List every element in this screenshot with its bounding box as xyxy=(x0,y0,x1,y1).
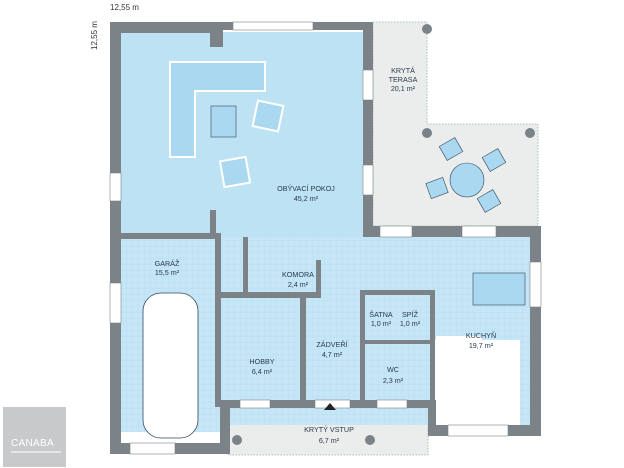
svg-text:15,5 m²: 15,5 m² xyxy=(155,268,180,277)
svg-text:KOMORA: KOMORA xyxy=(282,270,314,279)
svg-text:6,4 m²: 6,4 m² xyxy=(252,367,273,376)
entrance-arrow-icon xyxy=(324,403,336,410)
armchair xyxy=(251,99,285,133)
svg-text:1,0 m²: 1,0 m² xyxy=(400,319,421,328)
svg-text:19,7 m²: 19,7 m² xyxy=(469,341,494,350)
svg-text:1,0 m²: 1,0 m² xyxy=(371,319,392,328)
svg-text:KRYTÝ VSTUP: KRYTÝ VSTUP xyxy=(304,425,354,434)
svg-text:ZÁDVEŘÍ: ZÁDVEŘÍ xyxy=(316,340,347,349)
width-dimension: 12,55 m xyxy=(110,3,139,12)
svg-text:2,3 m²: 2,3 m² xyxy=(383,376,404,385)
svg-text:6,7 m²: 6,7 m² xyxy=(319,436,340,445)
svg-text:2,4 m²: 2,4 m² xyxy=(288,280,309,289)
svg-text:20,1 m²: 20,1 m² xyxy=(391,84,416,93)
svg-text:WC: WC xyxy=(387,365,399,374)
svg-text:ŠATNA: ŠATNA xyxy=(369,310,393,319)
svg-text:TERASA: TERASA xyxy=(389,75,418,84)
brand-logo-tagline xyxy=(11,451,61,453)
svg-text:OBÝVACÍ POKOJ: OBÝVACÍ POKOJ xyxy=(277,184,335,193)
brand-logo-text: CANABA xyxy=(11,438,54,449)
room-labels: OBÝVACÍ POKOJ 45,2 m² KRYTÁ TERASA 20,1 … xyxy=(155,66,497,445)
svg-text:45,2 m²: 45,2 m² xyxy=(294,194,319,203)
svg-text:4,7 m²: 4,7 m² xyxy=(322,350,343,359)
svg-text:GARÁŽ: GARÁŽ xyxy=(155,259,180,268)
terrace-pillars xyxy=(232,24,535,445)
svg-text:KRYTÁ: KRYTÁ xyxy=(391,66,415,75)
brand-logo: CANABA xyxy=(3,407,66,467)
terrace-table xyxy=(449,162,485,198)
coffee-table xyxy=(210,105,237,138)
sofa xyxy=(169,61,266,158)
armchair xyxy=(218,155,252,189)
windows xyxy=(109,21,542,455)
terrace-chairs xyxy=(425,137,507,213)
car xyxy=(142,292,199,439)
height-dimension: 12,55 m xyxy=(90,21,99,50)
svg-text:SPÍŽ: SPÍŽ xyxy=(402,310,419,319)
svg-text:KUCHYŇ: KUCHYŇ xyxy=(466,331,496,340)
dining-table xyxy=(472,272,526,306)
svg-text:HOBBY: HOBBY xyxy=(249,357,274,366)
